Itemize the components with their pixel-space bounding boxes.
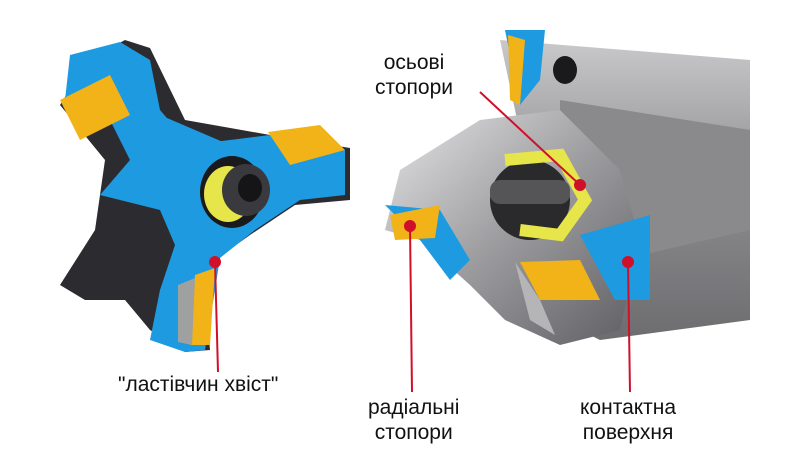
leader-dot-contact: [622, 256, 634, 268]
label-radial-line1: радіальні: [368, 396, 460, 419]
screw-hex: [238, 174, 262, 202]
label-contact-surface: контактна поверхня: [580, 395, 676, 445]
yellow-insert-a: [390, 205, 440, 240]
blue-face-2: [580, 215, 650, 300]
leader-lines: [209, 91, 634, 393]
pin: [490, 180, 570, 204]
leader-axial: [479, 91, 581, 186]
coolant-hole: [553, 56, 577, 84]
label-radial-stops: радіальні стопори: [368, 395, 459, 445]
leader-dot-radial: [404, 220, 416, 232]
axial-stop-ring: [504, 148, 593, 242]
label-axial-stops: осьові стопори: [375, 50, 453, 100]
insert-grey-3: [178, 278, 195, 345]
label-axial-line1: осьові: [383, 51, 445, 74]
label-contact-line1: контактна: [580, 396, 677, 419]
yellow-insert-b: [520, 260, 600, 300]
insert-yellow-2: [268, 125, 345, 165]
leader-dovetail: [214, 261, 219, 373]
drill-head-part: [60, 40, 350, 352]
insert-yellow-1: [60, 75, 130, 140]
label-contact-line2: поверхня: [582, 421, 674, 444]
leader-dot-axial: [574, 179, 586, 191]
label-radial-line2: стопори: [374, 421, 453, 444]
insert-yellow-3: [190, 268, 215, 345]
yellow-insert-c: [508, 35, 525, 105]
leader-contact: [627, 261, 631, 393]
grey-insert-b: [515, 262, 555, 335]
leader-radial: [409, 225, 413, 393]
label-dovetail: "ластівчин хвіст": [118, 373, 279, 396]
label-axial-line2: стопори: [375, 76, 454, 99]
leader-dot-dovetail: [209, 256, 221, 268]
